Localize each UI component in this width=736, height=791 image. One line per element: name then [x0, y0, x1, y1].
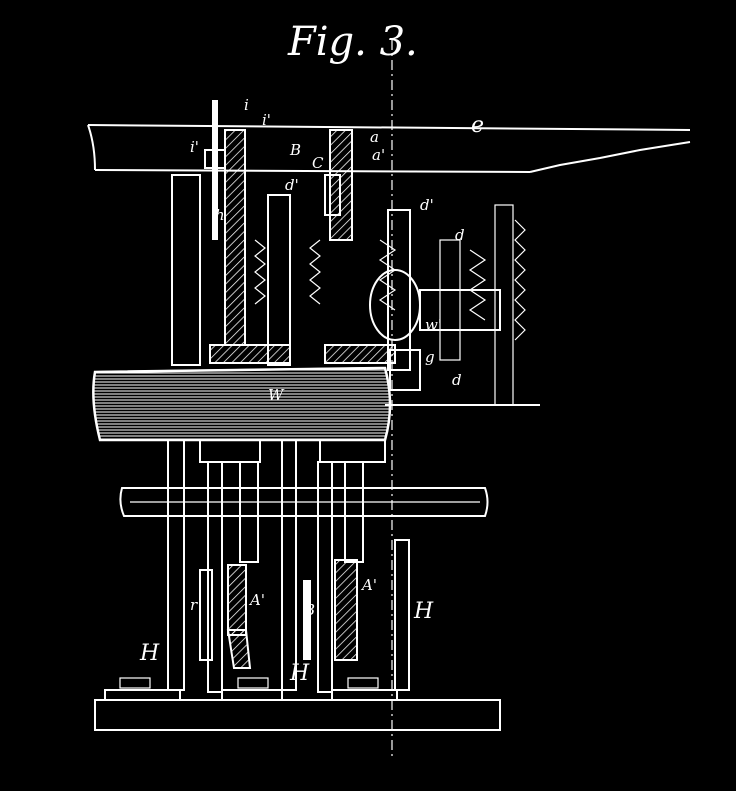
fittings: [204, 100, 421, 391]
label-A1-right: A': [360, 576, 377, 594]
label-a-top: a: [370, 128, 379, 146]
label-B-top: B: [289, 141, 301, 159]
label-w1: w': [425, 316, 442, 334]
label-d1-left: d': [285, 176, 299, 194]
label-d1-right: d': [420, 196, 434, 214]
label-a1-top: a': [372, 146, 385, 164]
secondary-shaft: [119, 487, 489, 517]
part-labels: e i i' i' h B C a a' d' d' d d w' g W r …: [139, 96, 484, 686]
upper-posts: [171, 174, 411, 371]
label-H-mid: H: [289, 661, 310, 686]
figure-title: Fig. 3.: [287, 19, 418, 65]
base-plate: [94, 677, 501, 731]
lower-hub: [199, 439, 386, 563]
label-A1-left: A': [248, 591, 265, 609]
label-d-right: d: [455, 226, 465, 244]
label-i: i: [244, 96, 249, 114]
label-d-bottom: d: [452, 371, 462, 389]
label-r: r: [190, 596, 198, 614]
upper-hatched-hubs: [209, 129, 396, 364]
lower-hatched-levers: [199, 559, 358, 669]
label-H-left: H: [139, 641, 160, 666]
main-shaft: [92, 366, 540, 442]
label-g: g: [425, 348, 435, 366]
gear-columns: [254, 204, 526, 406]
label-i2: i': [190, 138, 199, 156]
label-i1: i': [262, 111, 271, 129]
label-W: W: [268, 386, 285, 404]
label-B-lower: B: [303, 601, 315, 619]
lower-posts: [167, 439, 410, 693]
label-C: C: [312, 154, 324, 172]
label-h: h: [215, 206, 225, 224]
label-H-right: H: [413, 599, 434, 624]
top-frame: [87, 124, 691, 173]
label-e: e: [471, 113, 484, 138]
